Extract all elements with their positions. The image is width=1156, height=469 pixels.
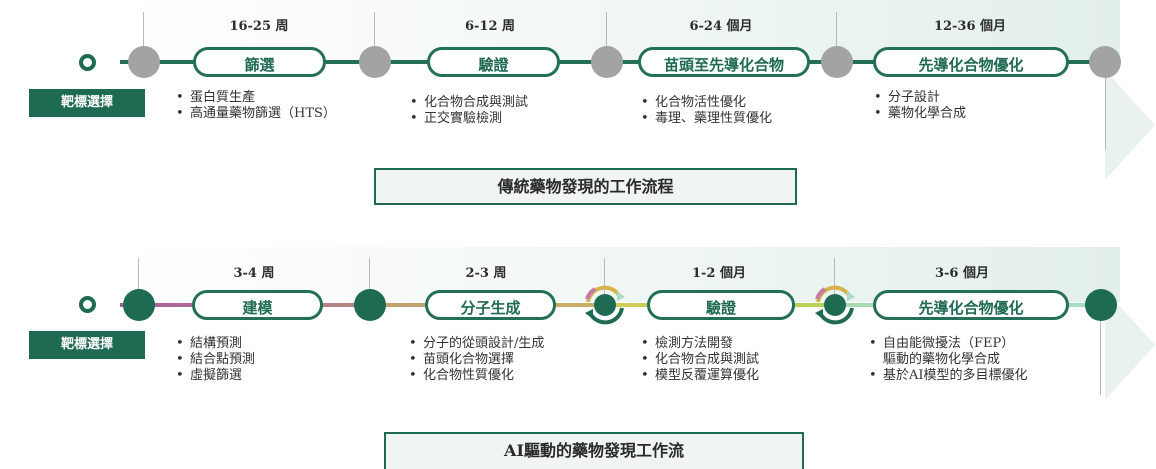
timeline-tick <box>834 258 835 303</box>
stage-item: 高通量藥物篩選（HTS） <box>176 106 336 122</box>
arrow-head <box>1105 70 1155 180</box>
stage-duration: 16-25 周 <box>229 19 289 34</box>
stage-pill: 驗證 <box>427 47 560 77</box>
stage-items: 分子設計 藥物化學合成 <box>874 90 966 122</box>
timeline-tick <box>604 258 605 303</box>
stage-items: 自由能微擾法（FEP） 驅動的藥物化學合成 基於AI模型的多目標優化 <box>869 336 1028 384</box>
workflow-title: 傳統藥物發現的工作流程 <box>374 168 797 205</box>
stage-item: 分子設計 <box>874 90 966 106</box>
milestone-node <box>1085 289 1117 321</box>
stage-item: 自由能微擾法（FEP） <box>869 336 1028 352</box>
stage-pill: 苗頭至先導化合物 <box>638 47 810 77</box>
stage-item: 檢測方法開發 <box>641 336 759 352</box>
stage-item: 化合物活性優化 <box>641 95 772 111</box>
timeline-tick <box>138 258 139 303</box>
stage-item: 正交實驗檢測 <box>410 111 528 127</box>
stage-items: 化合物活性優化 毒理、藥理性質優化 <box>641 95 772 127</box>
stage-duration: 3-6 個月 <box>934 266 990 281</box>
stage-item: 化合物合成與測試 <box>410 95 528 111</box>
target-selection-label: 靶標選擇 <box>29 89 145 117</box>
stage-items: 結構預測 結合點預測 虛擬篩選 <box>176 336 255 384</box>
target-selection-label: 靶標選擇 <box>29 331 145 359</box>
timeline-tick <box>143 12 144 60</box>
stage-item: 結合點預測 <box>176 352 255 368</box>
stage-pill: 篩選 <box>193 47 326 77</box>
stage-pill: 先導化合物優化 <box>873 47 1069 77</box>
stage-item: 模型反覆運算優化 <box>641 368 759 384</box>
stage-item: 驅動的藥物化學合成 <box>883 352 1001 367</box>
milestone-node <box>591 46 623 78</box>
stage-items: 檢測方法開發 化合物合成與測試 模型反覆運算優化 <box>641 336 759 384</box>
start-ring-icon <box>79 296 96 313</box>
stage-items: 分子的從頭設計/生成 苗頭化合物選擇 化合物性質優化 <box>409 336 544 384</box>
timeline-tick <box>606 12 607 60</box>
milestone-node <box>354 289 386 321</box>
stage-item: 結構預測 <box>176 336 255 352</box>
iteration-cycle-icon <box>815 285 855 325</box>
stage-item: 藥物化學合成 <box>874 106 966 122</box>
iteration-cycle-icon <box>585 285 625 325</box>
timeline-tick <box>374 12 375 60</box>
stage-items: 化合物合成與測試 正交實驗檢測 <box>410 95 528 127</box>
milestone-node <box>359 46 391 78</box>
timeline-tick <box>369 258 370 303</box>
milestone-node <box>821 46 853 78</box>
stage-item: 化合物性質優化 <box>409 368 544 384</box>
stage-item: 蛋白質生產 <box>176 90 336 106</box>
stage-duration: 6-12 周 <box>464 19 516 34</box>
stage-item: 苗頭化合物選擇 <box>409 352 544 368</box>
stage-duration: 3-4 周 <box>233 266 275 281</box>
stage-duration: 12-36 個月 <box>933 19 1007 34</box>
timeline-tick <box>1100 320 1101 395</box>
stage-item: 虛擬篩選 <box>176 368 255 384</box>
stage-duration: 2-3 周 <box>465 266 507 281</box>
milestone-node <box>123 289 155 321</box>
stage-duration: 1-2 個月 <box>691 266 747 281</box>
stage-item: 分子的從頭設計/生成 <box>409 336 544 352</box>
stage-pill: 建模 <box>192 290 323 320</box>
stage-pill: 驗證 <box>647 290 795 320</box>
workflow-title: AI驅動的藥物發現工作流 <box>384 432 804 469</box>
stage-pill: 分子生成 <box>425 290 556 320</box>
milestone-node <box>128 46 160 78</box>
stage-item: 基於AI模型的多目標優化 <box>869 368 1028 384</box>
stage-pill: 先導化合物優化 <box>873 290 1069 320</box>
timeline-tick <box>1105 70 1106 150</box>
timeline-tick <box>836 12 837 60</box>
stage-duration: 6-24 個月 <box>689 19 753 34</box>
stage-item: 毒理、藥理性質優化 <box>641 111 772 127</box>
milestone-node <box>1089 46 1121 78</box>
start-ring-icon <box>79 54 96 71</box>
stage-item: 化合物合成與測試 <box>641 352 759 368</box>
stage-items: 蛋白質生產 高通量藥物篩選（HTS） <box>176 90 336 122</box>
